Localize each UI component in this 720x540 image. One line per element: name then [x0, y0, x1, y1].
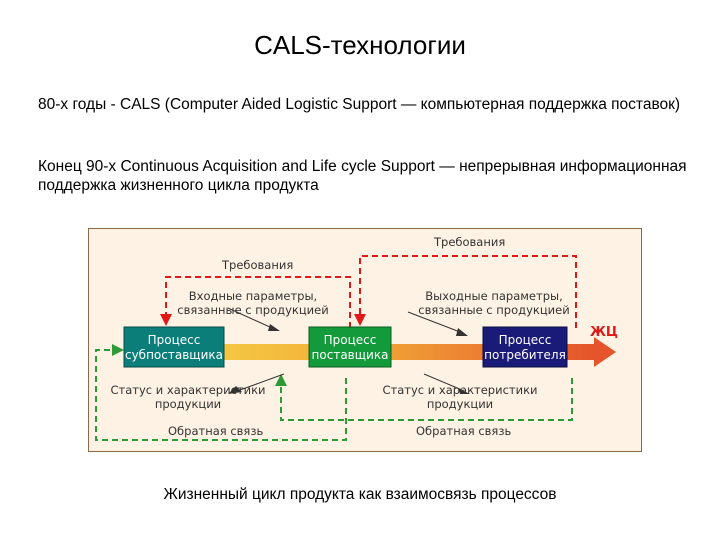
requirements-top-label: Требования: [433, 235, 505, 249]
feedback-line-right: [280, 378, 573, 421]
requirements-arrowhead-top: [354, 314, 366, 326]
feedback-arrowhead-right: [275, 374, 287, 386]
paragraph-cals-80s: 80-х годы - CALS (Computer Aided Logisti…: [38, 96, 681, 113]
requirements-mid-label: Требования: [221, 258, 293, 272]
lifecycle-diagram: Процесс субпоставщика Процесс поставщика…: [88, 228, 642, 452]
output-params-label-1: Выходные параметры,: [425, 289, 563, 303]
slide-title: CALS-технологии: [254, 30, 466, 60]
process-consumer-box: Процесс потребителя: [482, 326, 568, 368]
status-right-label-1: Статус и характеристики: [383, 383, 538, 397]
requirements-arrowhead-mid: [160, 314, 172, 326]
status-left-arrow: [239, 373, 285, 391]
requirements-line-top: [359, 255, 577, 328]
status-right-label-2: продукции: [427, 397, 493, 411]
input-params-label-2: связанные с продукцией: [177, 303, 328, 317]
status-right-arrowhead: [458, 388, 470, 394]
input-params-label-1: Входные параметры,: [189, 289, 317, 303]
output-params-arrow: [407, 311, 461, 333]
input-params-arrowhead: [268, 324, 280, 331]
feedback-left-label: Обратная связь: [168, 424, 263, 438]
status-left-label-1: Статус и характеристики: [111, 383, 266, 397]
requirements-line-mid: [165, 276, 351, 328]
status-left-arrowhead: [228, 386, 242, 394]
output-params-label-2: связанные с продукцией: [418, 303, 569, 317]
feedback-right-label: Обратная связь: [416, 424, 511, 438]
paragraph-cals-90s: Конец 90-х Continuous Acquisition and Li…: [38, 158, 687, 194]
status-right-arrow: [423, 373, 463, 391]
process-subsupplier-label-2: субпоставщика: [125, 348, 223, 362]
process-supplier-label-2: поставщика: [312, 348, 389, 362]
process-consumer-label-1: Процесс: [499, 333, 552, 347]
diagram-caption: Жизненный цикл продукта как взаимосвязь …: [163, 486, 557, 503]
lifecycle-label: ЖЦ: [590, 325, 618, 340]
process-supplier-box: Процесс поставщика: [308, 326, 392, 368]
process-consumer-label-2: потребителя: [484, 348, 566, 362]
feedback-line-left: [95, 349, 347, 441]
process-subsupplier-label-1: Процесс: [148, 333, 201, 347]
process-subsupplier-box: Процесс субпоставщика: [123, 326, 225, 368]
process-supplier-label-1: Процесс: [324, 333, 377, 347]
status-left-label-2: продукции: [155, 397, 221, 411]
output-params-arrowhead: [456, 328, 468, 336]
lifecycle-flow-arrowhead: [594, 337, 616, 367]
input-params-arrow: [227, 307, 273, 329]
feedback-arrowhead-left: [112, 344, 124, 356]
